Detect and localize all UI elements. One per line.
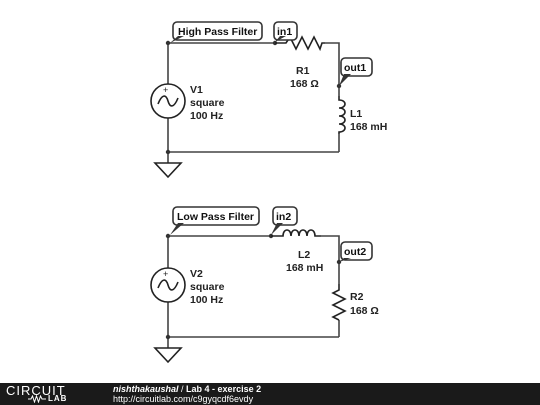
voltage-source-v2[interactable]: + [150, 267, 186, 303]
footer-meta: nishthakaushal / Lab 4 - exercise 2 http… [113, 384, 261, 404]
footer-bar: CIRCUIT LAB nishthakaushal / Lab 4 - exe… [0, 383, 540, 405]
net-tag-in1[interactable]: in1 [273, 21, 298, 42]
svg-text:+: + [163, 269, 168, 279]
junction-dot [165, 149, 171, 155]
net-tag-high-pass-filter[interactable]: High Pass Filter [170, 21, 263, 43]
author-link[interactable]: nishthakaushal [113, 384, 179, 394]
wire-hp-r-to-node [325, 42, 340, 96]
v1-freq: 100 Hz [190, 110, 223, 122]
out1-label: out1 [344, 62, 366, 74]
l2-name: L2 [298, 249, 310, 261]
schematic-canvas: R1 168 Ω L1 168 mH + V1 square 100 Hz Hi… [150, 21, 387, 364]
v1-type: square [190, 97, 225, 109]
wire-lp-l-to-node [321, 235, 340, 284]
v1-name: V1 [190, 84, 203, 96]
low-pass-filter-label: Low Pass Filter [177, 211, 254, 223]
junction-dot [165, 233, 171, 239]
junction-dot [165, 334, 171, 340]
ground-symbol [153, 347, 183, 364]
logo-lab-text: LAB [48, 394, 68, 403]
high-pass-filter-label: High Pass Filter [178, 26, 257, 38]
title-separator: / [178, 384, 187, 394]
ground-symbol [153, 162, 183, 179]
in1-label: in1 [277, 26, 292, 38]
low-pass-circuit: L2 168 mH R2 168 Ω + V2 square 100 Hz Lo… [150, 206, 379, 364]
v2-type: square [190, 281, 225, 293]
net-tag-in2[interactable]: in2 [271, 206, 298, 235]
r1-name: R1 [296, 65, 310, 77]
out2-label: out2 [344, 246, 366, 258]
l1-value: 168 mH [350, 121, 387, 133]
junction-dot [165, 40, 171, 46]
inductor-l1[interactable] [338, 96, 346, 134]
logo-resistor-icon [28, 395, 46, 403]
l2-value: 168 mH [286, 262, 323, 274]
resistor-r2[interactable] [331, 284, 347, 321]
logo-circuit-text: CIRCUIT [6, 383, 66, 398]
r2-value: 168 Ω [350, 305, 379, 317]
inductor-l2[interactable] [271, 229, 321, 237]
r1-value: 168 Ω [290, 78, 319, 90]
project-url[interactable]: http://circuitlab.com/c9gyqcdf6evdy [113, 394, 254, 404]
circuitlab-logo[interactable]: CIRCUIT LAB [6, 383, 92, 404]
v2-name: V2 [190, 268, 203, 280]
project-title: Lab 4 - exercise 2 [186, 384, 262, 394]
r2-name: R2 [350, 291, 364, 303]
svg-text:+: + [163, 85, 168, 95]
v2-freq: 100 Hz [190, 294, 223, 306]
l1-name: L1 [350, 108, 362, 120]
net-tag-out1[interactable]: out1 [339, 57, 373, 86]
net-tag-out2[interactable]: out2 [339, 241, 373, 262]
in2-label: in2 [276, 211, 291, 223]
net-tag-low-pass-filter[interactable]: Low Pass Filter [170, 206, 260, 235]
voltage-source-v1[interactable]: + [150, 83, 186, 119]
high-pass-circuit: R1 168 Ω L1 168 mH + V1 square 100 Hz Hi… [150, 21, 387, 179]
